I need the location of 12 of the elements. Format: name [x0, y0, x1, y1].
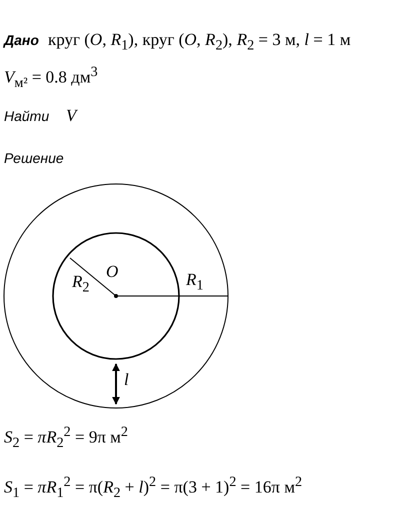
find-variable: V [66, 106, 76, 126]
find-heading: Найти [4, 108, 50, 124]
given-formula: V$_{м²}$ = 0.8 дм$^{3}$ [4, 64, 98, 92]
center-label: O [106, 262, 118, 282]
solution-heading: Решение [4, 150, 64, 166]
radius-label: R$_{2}$ [72, 272, 90, 296]
area-formula: S$_{1}$ = πR$_{1}$$^{2}$ = π(R$_{2}$ + l)$^{2}$ = π(3 + 1)$^{2}$ = 16π м$^{2}$ [4, 474, 302, 502]
given-heading: Дано [4, 32, 39, 48]
area-formula: S$_{2}$ = πR$_{2}$$^{2}$ = 9π м$^{2}$ [4, 424, 128, 452]
radius-label: R$_{1}$ [186, 270, 204, 294]
distance-label: l [124, 370, 129, 390]
given-formula: круг (O, R$_{1}$), круг (O, R$_{2}$), R$_{2}$ = 3 м, l = 1 м [48, 30, 351, 54]
